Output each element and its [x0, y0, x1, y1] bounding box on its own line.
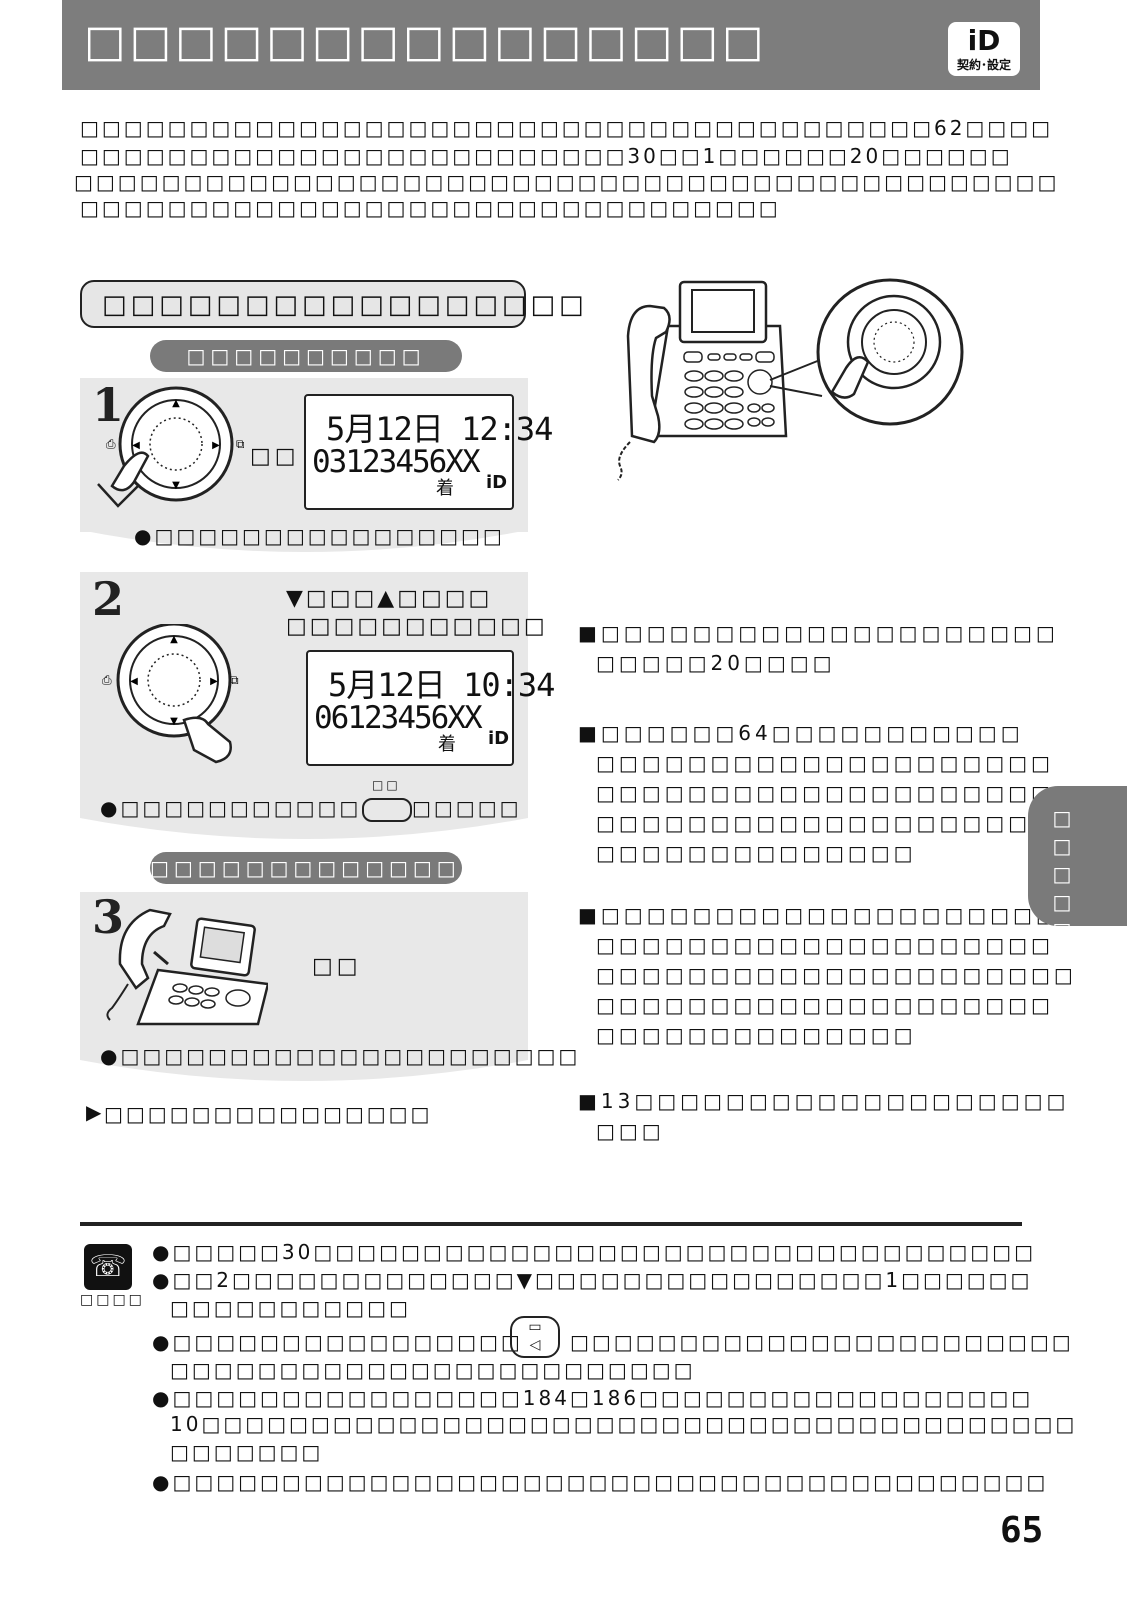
page-number: 65	[1000, 1510, 1044, 1551]
svg-text:▶: ▶	[212, 440, 220, 451]
contract-settings-badge: iD 契約･設定	[948, 22, 1020, 76]
memo-bullet-1: ●□□□□□30□□□□□□□□□□□□□□□□□□□□□□□□□□□□□□□□…	[152, 1240, 1036, 1264]
lcd-datetime: 5月12日 10:34	[328, 666, 555, 704]
subsection-pill-2: □□□□□□□□□□□□□□	[150, 852, 480, 884]
paragraph-line: □□□□□□□□□□□□□□□□□□□□	[596, 781, 1054, 805]
clear-key-icon	[362, 798, 412, 822]
svg-text:⎙: ⎙	[102, 673, 112, 687]
step-2-note-a: ●□□□□□□□□□□□	[100, 796, 362, 820]
memo-icon: ☏	[84, 1244, 132, 1290]
right-paragraph-4: ■13□□□□□□□□□□□□□□□□□□□ □□□	[578, 1086, 1069, 1146]
intro-line-1: □□□□□□□□□□□□□□□□□□□□□□□□□□□□□□□□□□□□□□□6…	[80, 116, 1053, 140]
chapter-side-tab: □□□□□□	[1028, 786, 1127, 974]
step-2-note-b: □□□□□	[412, 796, 522, 820]
paragraph-line: □□□□□□□□□□□□□□□□□□□□	[596, 811, 1054, 835]
step-3-number: 3	[92, 890, 125, 944]
memo-bullet-2-line-2: □□□□□□□□□□□	[170, 1296, 411, 1320]
step-3-note: ●□□□□□□□□□□□□□□□□□□□□□	[100, 1044, 581, 1068]
svg-text:▶: ▶	[210, 676, 218, 687]
id-mark-icon: iD	[488, 728, 510, 749]
incoming-call-icon: 着	[436, 478, 454, 499]
svg-text:⎙: ⎙	[106, 437, 116, 451]
paragraph-line: ■□□□□□□□□□□□□□□□□□□□□	[578, 621, 1059, 645]
memo-bullet-4-line-2: 10□□□□□□□□□□□□□□□□□□□□□□□□□□□□□□□□□□□□□□…	[170, 1412, 1078, 1436]
step-2-instruction-2: □□□□□□□□□□□	[286, 614, 548, 639]
right-paragraph-3: ■□□□□□□□□□□□□□□□□□□□□ □□□□□□□□□□□□□□□□□□…	[578, 900, 1077, 1050]
paragraph-line: □□□□□□□□□□□□□□□□□□□□	[596, 933, 1054, 957]
paragraph-line: □□□□□20□□□□	[596, 651, 836, 675]
navigation-dial-icon: ▲ ▼ ◀ ▶ ⎙ ⧉	[97, 386, 244, 508]
memo-bullet-3-line-2: □□□□□□□□□□□□□□□□□□□□□□□□	[170, 1358, 696, 1382]
id-mark-icon: iD	[486, 472, 508, 493]
svg-text:▼: ▼	[172, 480, 180, 491]
step-1-note: ●□□□□□□□□□□□□□□□□	[134, 524, 505, 548]
right-paragraph-2: ■□□□□□□64□□□□□□□□□□□ □□□□□□□□□□□□□□□□□□□…	[578, 718, 1054, 868]
step-2-number: 2	[92, 572, 125, 626]
memo-divider	[80, 1222, 1022, 1226]
clear-key-label: □□	[372, 778, 401, 792]
step-1-box-bottom	[80, 510, 528, 552]
memo-bullet-3-line-1b: □□□□□□□□□□□□□□□□□□□□□□□	[570, 1330, 1074, 1354]
paragraph-line: ■□□□□□□64□□□□□□□□□□□	[578, 721, 1024, 745]
paragraph-line: ■13□□□□□□□□□□□□□□□□□□□	[578, 1089, 1070, 1113]
navigation-dial-down-icon: ▲ ▼ ◀ ▶ ⎙ ⧉	[102, 624, 239, 764]
speaker-key-icon: ▭◁	[510, 1316, 560, 1358]
svg-text:⧉: ⧉	[230, 673, 239, 687]
paragraph-line: □□□□□□□□□□□□□□□□□□□□	[596, 993, 1054, 1017]
memo-bullet-2-line-1: ●□□2□□□□□□□□□□□□□▼□□□□□□□□□□□□□□□□1□□□□□…	[152, 1268, 1033, 1292]
paragraph-line: □□□□□□□□□□□□□□□□□□□□□	[596, 963, 1077, 987]
telephone-lift-handset-icon	[106, 908, 268, 1026]
paragraph-line: □□□□□□□□□□□□□□□□□□□□	[596, 751, 1054, 775]
intro-line-2: □□□□□□□□□□□□□□□□□□□□□□□□□30□□1□□□□□□20□□…	[80, 144, 1013, 168]
paragraph-line: □□□□□□□□□□□□□□	[596, 1023, 917, 1047]
step-3-box-bottom	[80, 1040, 528, 1081]
paragraph-line: □□□	[596, 1119, 665, 1143]
svg-text:▲: ▲	[170, 634, 178, 645]
memo-label: □□□□	[80, 1292, 145, 1308]
page-header: □□□□□□□□□□□□□□□ iD 契約･設定	[62, 0, 1040, 90]
svg-text:◀: ◀	[130, 676, 138, 687]
page-title: □□□□□□□□□□□□□□□	[84, 16, 768, 67]
memo-bullet-4-line-1: ●□□□□□□□□□□□□□□□□184□186□□□□□□□□□□□□□□□□…	[152, 1386, 1034, 1410]
memo-bullet-4-line-3: □□□□□□□	[170, 1440, 324, 1464]
step-1-number: 1	[92, 378, 125, 432]
subsection-pill-1: □□□□□□□□□□	[150, 340, 462, 372]
next-step-text: □□□□□□□□□□□□□□□	[104, 1102, 433, 1126]
right-paragraph-1: ■□□□□□□□□□□□□□□□□□□□□ □□□□□20□□□□	[578, 618, 1059, 678]
incoming-call-icon: 着	[438, 734, 456, 755]
svg-text:▼: ▼	[170, 716, 178, 727]
next-arrow-icon: ▶	[86, 1100, 102, 1124]
step-1-action: □□	[250, 444, 300, 469]
svg-text:◀: ◀	[132, 440, 140, 451]
paragraph-line: □□□□□□□□□□□□□□	[596, 841, 917, 865]
paragraph-line: ■□□□□□□□□□□□□□□□□□□□□	[578, 903, 1059, 927]
lcd-datetime: 5月12日 12:34	[326, 410, 553, 448]
memo-bullet-5: ●□□□□□□□□□□□□□□□□□□□□□□□□□□□□□□□□□□□□□□□…	[152, 1470, 1049, 1494]
memo-bullet-3-line-1a: ●□□□□□□□□□□□□□□□□	[152, 1330, 523, 1354]
telephone-illustration	[617, 278, 964, 481]
step-2-lcd-display: 5月12日 10:34 06123456XX 着 iD	[306, 650, 555, 766]
svg-text:⧉: ⧉	[236, 437, 244, 451]
step-2-instruction-1: ▼□□□▲□□□□	[286, 586, 493, 611]
id-logo-icon: iD	[967, 24, 1001, 57]
step-3-action: □□	[312, 954, 362, 979]
intro-line-4: □□□□□□□□□□□□□□□□□□□□□□□□□□□□□□□□	[80, 196, 781, 220]
lcd-phone-number: 03123456XX	[312, 444, 481, 480]
badge-label: 契約･設定	[956, 58, 1011, 72]
section-title: □□□□□□□□□□□□□□□□□	[102, 290, 588, 320]
section-title-box: □□□□□□□□□□□□□□□□□	[80, 280, 584, 328]
step-1-lcd-display: 5月12日 12:34 03123456XX 着 iD	[304, 394, 553, 510]
intro-line-3: □□□□□□□□□□□□□□□□□□□□□□□□□□□□□□□□□□□□□□□□…	[74, 170, 1060, 194]
lcd-phone-number: 06123456XX	[314, 700, 483, 736]
step-2-box-bottom	[80, 800, 528, 839]
chapter-side-tab-label: □□□□□□	[1050, 806, 1074, 974]
svg-text:▲: ▲	[172, 398, 180, 409]
